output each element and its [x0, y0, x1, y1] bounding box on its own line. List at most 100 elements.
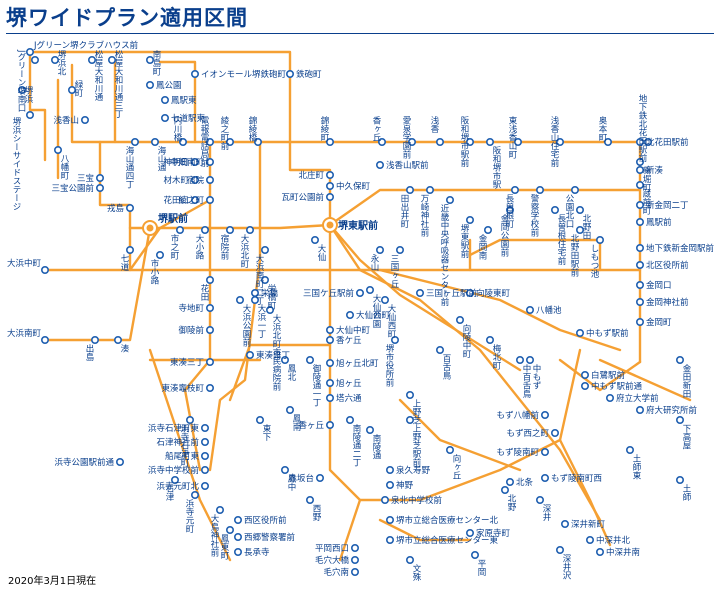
stop-marker — [485, 335, 494, 344]
stop-marker — [407, 138, 416, 147]
stop-marker — [540, 473, 549, 482]
stop-marker — [116, 457, 125, 466]
stop-label-vertical: 香ヶ丘 — [371, 115, 381, 141]
stop-label-vertical: 上野芝駅前 — [411, 424, 421, 467]
stop-marker — [226, 226, 235, 235]
stop-marker — [635, 244, 644, 253]
hub-marker-core — [326, 221, 334, 229]
stop-label-vertical: 平岡 — [476, 559, 486, 577]
stop-label-vertical: 鳳東町 — [219, 534, 229, 560]
stop-marker — [445, 196, 454, 205]
stop-marker — [226, 138, 235, 147]
stop-marker — [206, 275, 215, 284]
stop-marker — [635, 138, 644, 147]
stop-label: 東湊竈枝町 — [161, 383, 204, 394]
stop-marker — [17, 86, 26, 95]
stop-marker — [575, 328, 584, 337]
stop-label-vertical: Jグリーン堺南口 — [16, 49, 26, 112]
stop-label-vertical: 鳳北 — [286, 364, 296, 382]
stop-marker — [635, 260, 644, 269]
stop-marker — [255, 415, 264, 424]
stop-marker — [96, 174, 105, 183]
stop-marker — [81, 116, 90, 125]
stop-marker — [505, 206, 514, 215]
stop-label: 新湊 — [646, 165, 664, 176]
stop-label: 府大研究所前 — [646, 405, 698, 416]
stop-label-vertical: 田出井町 — [399, 194, 409, 228]
stop-marker — [146, 81, 155, 90]
stop-label: 浅香山 — [53, 115, 79, 126]
stop-marker — [415, 288, 424, 297]
date-note: 2020年3月1日現在 — [8, 576, 97, 587]
stop-label-vertical: 土師 — [681, 483, 691, 502]
stop-label: 東湊錐丁 — [256, 350, 290, 361]
stop-marker — [375, 161, 384, 170]
stop-marker — [126, 246, 135, 255]
stop-marker — [206, 196, 215, 205]
stop-label: 長承寺 — [244, 548, 270, 558]
stop-marker — [377, 138, 386, 147]
stop-label-vertical: 緑町 — [73, 79, 83, 97]
stop-marker — [151, 138, 160, 147]
stop-label-vertical: 海山通 — [156, 145, 166, 172]
stop-label-vertical: しもつ池 — [589, 244, 599, 278]
stop-label: 三国ヶ丘駅前 — [426, 288, 478, 299]
stop-marker — [285, 70, 294, 79]
stop-marker — [675, 355, 684, 364]
stop-marker — [201, 437, 210, 446]
stop-marker — [585, 535, 594, 544]
stop-label-vertical: 永山 — [369, 253, 379, 271]
stop-marker — [345, 310, 354, 319]
stop-marker — [575, 206, 584, 215]
stop-marker — [535, 186, 544, 195]
stop-label: 三国ケ丘駅前 — [303, 288, 355, 299]
stop-label: 泉北中学校前 — [391, 495, 443, 506]
stop-marker — [375, 246, 384, 255]
stop-label: 新金岡二丁 — [646, 200, 689, 211]
stop-marker — [465, 528, 474, 537]
stop-label-vertical: 堺浜 — [23, 85, 33, 104]
stop-label-vertical: 土師東 — [631, 453, 641, 480]
stop-label-vertical: 大浜北町 — [239, 233, 249, 268]
stop-label: 船尾町東 — [165, 451, 200, 462]
stop-marker — [580, 381, 589, 390]
stop-label: 大浜中町 — [7, 258, 42, 269]
stop-label-vertical: 長曽根住宅前 — [556, 214, 566, 266]
stop-label: 府立大学前 — [616, 393, 659, 404]
stop-label: 三宝 — [77, 173, 94, 184]
stop-label-vertical: 宿院前 — [219, 233, 229, 260]
stop-marker — [201, 451, 210, 460]
stop-label-vertical: 金岡南 — [477, 233, 487, 259]
stop-marker — [465, 288, 474, 297]
stop-label-vertical: 大仙公園 — [371, 293, 381, 329]
stop-label: 毛穴南 — [323, 567, 349, 578]
stop-marker — [325, 138, 334, 147]
stop-marker — [385, 480, 394, 489]
stop-label: 塔六通 — [336, 393, 362, 404]
stop-label-vertical: 西野 — [311, 504, 321, 521]
stop-marker — [345, 415, 354, 424]
stop-label: 中もず駅前 — [586, 328, 629, 339]
stop-label: 浜寺公園駅前通 — [54, 457, 114, 468]
stop-label-vertical: 大鳥神社前 — [209, 513, 219, 557]
stop-label-vertical: 大浜南町二丁 — [254, 253, 264, 305]
stop-marker — [483, 226, 492, 235]
stop-label-vertical: 綾之町前 — [219, 115, 229, 151]
stop-label-vertical: 万崎神社前 — [419, 194, 429, 237]
stop-marker — [25, 47, 34, 56]
stop-marker — [206, 158, 215, 167]
stop-marker — [325, 171, 334, 180]
stop-label: 堺市立総合医療センター北 — [396, 515, 499, 526]
stop-label: 中深井南 — [606, 547, 640, 558]
stop-marker — [285, 405, 294, 414]
stop-marker — [206, 357, 215, 366]
stop-marker — [550, 428, 559, 437]
stop-marker — [315, 473, 324, 482]
stop-marker — [186, 415, 195, 424]
stop-marker — [675, 415, 684, 424]
stop-marker — [206, 325, 215, 334]
stop-label-vertical: 浜寺元町 — [184, 498, 194, 533]
stop-marker — [325, 358, 334, 367]
stop-label-vertical: 金岡公園前 — [499, 213, 509, 257]
stop-label-vertical: 向ヶ丘 — [451, 453, 461, 479]
